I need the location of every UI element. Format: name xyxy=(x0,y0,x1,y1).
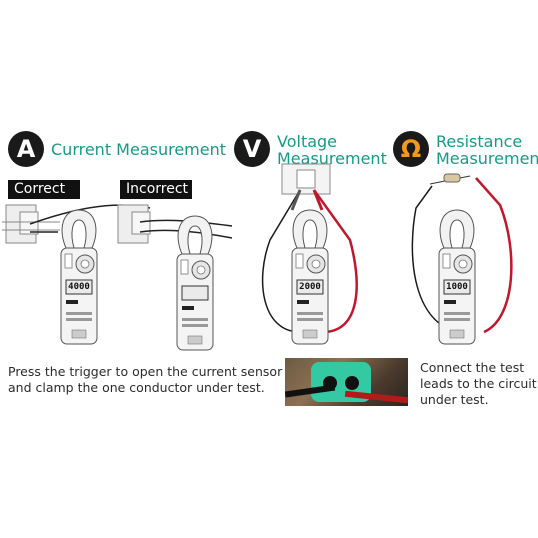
current-title: Current Measurement xyxy=(51,140,227,159)
resistance-red-lead xyxy=(475,177,513,334)
correct-tag: Correct xyxy=(8,180,80,199)
clamp-meter-correct: 4000 xyxy=(58,208,100,346)
resistance-title-line2: Measurement xyxy=(436,149,538,168)
clamp-meter-resistance: 1000 xyxy=(436,208,478,346)
meter-display-value: 2000 xyxy=(299,282,321,292)
clamp-meter-voltage: 2000 xyxy=(289,208,331,346)
resistance-caption-line2: leads to the circuit xyxy=(420,376,537,391)
current-badge-icon: A xyxy=(8,131,44,167)
resistance-title-line1: Resistance xyxy=(436,132,523,151)
clamp-meter-icon xyxy=(176,215,214,351)
voltage-badge-icon: V xyxy=(234,131,270,167)
resistor-icon xyxy=(443,173,461,183)
voltage-title-line2: Measurement xyxy=(277,149,387,168)
clamp-meter-icon xyxy=(291,209,329,345)
clamp-meter-icon xyxy=(60,209,98,345)
voltage-red-lead xyxy=(312,189,358,334)
meter-display-value: 4000 xyxy=(68,282,90,292)
clamp-meter-icon xyxy=(438,209,476,345)
meter-display-value: 1000 xyxy=(446,282,468,292)
current-caption-line1: Press the trigger to open the current se… xyxy=(8,364,283,379)
resistance-caption-line3: under test. xyxy=(420,392,489,407)
voltage-title-line1: Voltage xyxy=(277,132,338,151)
clamp-meter-incorrect xyxy=(174,214,216,352)
current-caption-line2: and clamp the one conductor under test. xyxy=(8,380,265,395)
incorrect-tag: Incorrect xyxy=(120,180,192,199)
voltage-black-lead xyxy=(261,189,301,333)
resistance-badge-icon: Ω xyxy=(393,131,429,167)
resistance-caption-line1: Connect the test xyxy=(420,360,525,375)
meter-display-value xyxy=(183,287,207,299)
photo-hand-meter xyxy=(285,358,408,406)
